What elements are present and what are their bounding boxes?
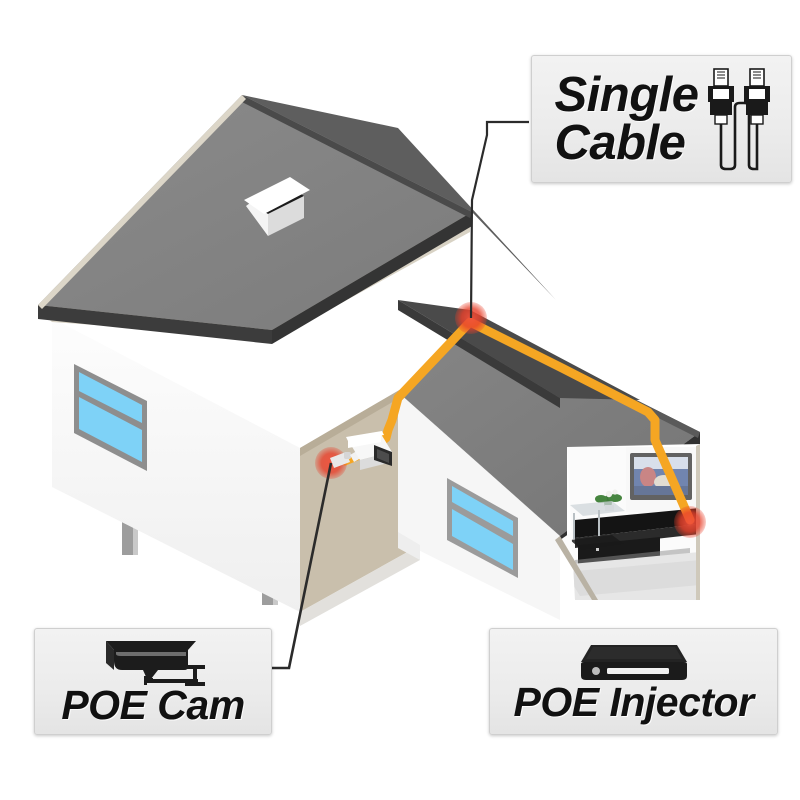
poe-camera [330, 431, 392, 470]
callout-poe-cam-label: POE Cam [61, 682, 245, 729]
leader-line-poe-cam [272, 462, 333, 670]
callout-poe-cam[interactable]: POE Cam [34, 628, 272, 735]
callout-poe-injector-label: POE Injector [513, 679, 754, 726]
callout-single-cable[interactable]: Single Cable [531, 55, 792, 183]
house-main-body [52, 318, 420, 626]
callout-poe-injector[interactable]: POE Injector [489, 628, 778, 735]
window-left [74, 364, 147, 471]
injector-connection-point [674, 506, 706, 538]
window-right [447, 478, 518, 578]
ethernet-cable-icon [703, 65, 775, 173]
chimney-vent [244, 177, 310, 236]
callout-single-cable-label: Single Cable [554, 67, 699, 170]
glass-table [570, 501, 625, 550]
poe-injector-box-icon [569, 640, 699, 684]
leader-line-single-cable [469, 120, 529, 319]
bullet-camera-icon [88, 637, 218, 687]
ethernet-cable-run [381, 317, 695, 525]
